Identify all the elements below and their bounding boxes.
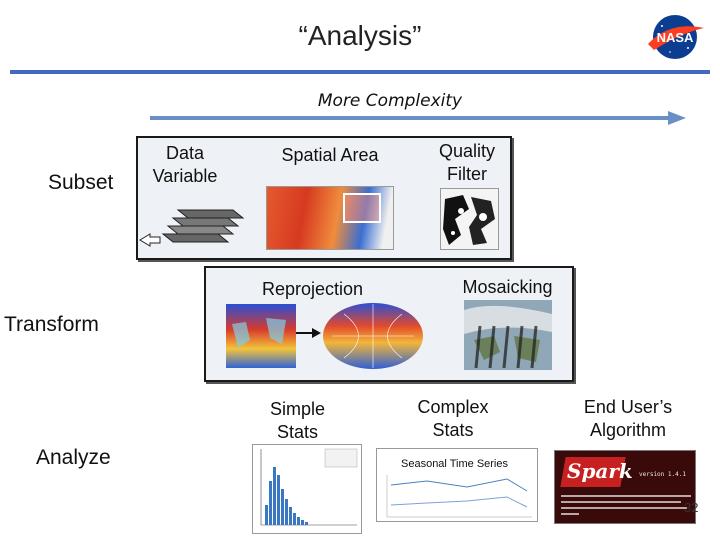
complex-stats-label: Complex Stats: [417, 397, 489, 440]
quality-filter-label: Quality Filter: [438, 141, 496, 184]
spark-terminal-image: Spark version 1.4.1: [554, 450, 696, 524]
seasonal-time-series-chart: Seasonal Time Series: [376, 448, 538, 522]
terminal-line-3: [561, 507, 687, 509]
spark-logo: Spark: [567, 459, 633, 483]
mosaicking-label: Mosaicking: [462, 277, 553, 297]
terminal-line-2: [561, 501, 681, 503]
slide-title: “Analysis”: [298, 20, 422, 51]
reprojection-label: Reprojection: [261, 279, 364, 299]
spatial-area-map-image: [266, 186, 394, 250]
reprojection-source-map: [226, 304, 296, 368]
nasa-logo: NASA: [648, 15, 704, 59]
stacked-layers-icon: [139, 209, 245, 247]
reprojection-arrow-icon: [296, 328, 321, 338]
spatial-area-selection-box: [343, 193, 381, 223]
seasonal-chart-title: Seasonal Time Series: [401, 458, 508, 470]
terminal-line-1: [561, 495, 691, 497]
row-label-analyze: Analyze: [36, 446, 111, 469]
page-number: 32: [684, 500, 699, 515]
spatial-area-label: Spatial Area: [281, 145, 379, 165]
spark-version: version 1.4.1: [639, 471, 686, 478]
mosaicking-image: [464, 300, 552, 370]
reprojection-result-map: [323, 303, 423, 369]
terminal-prompt: [561, 513, 579, 515]
row-label-subset: Subset: [48, 171, 114, 194]
complexity-arrow-icon: [150, 111, 686, 125]
complexity-label: More Complexity: [317, 91, 463, 111]
simple-stats-label: Simple Stats: [269, 399, 326, 442]
data-variable-label: Data Variable: [152, 143, 218, 186]
quality-filter-image: [440, 188, 499, 250]
title-divider: [10, 70, 710, 74]
nasa-logo-text: NASA: [657, 30, 694, 45]
seasonal-chart-lines: [386, 475, 532, 518]
row-label-transform: Transform: [4, 313, 99, 336]
end-user-algorithm-label: End User’s Algorithm: [583, 397, 673, 440]
simple-stats-histogram: [252, 444, 362, 534]
